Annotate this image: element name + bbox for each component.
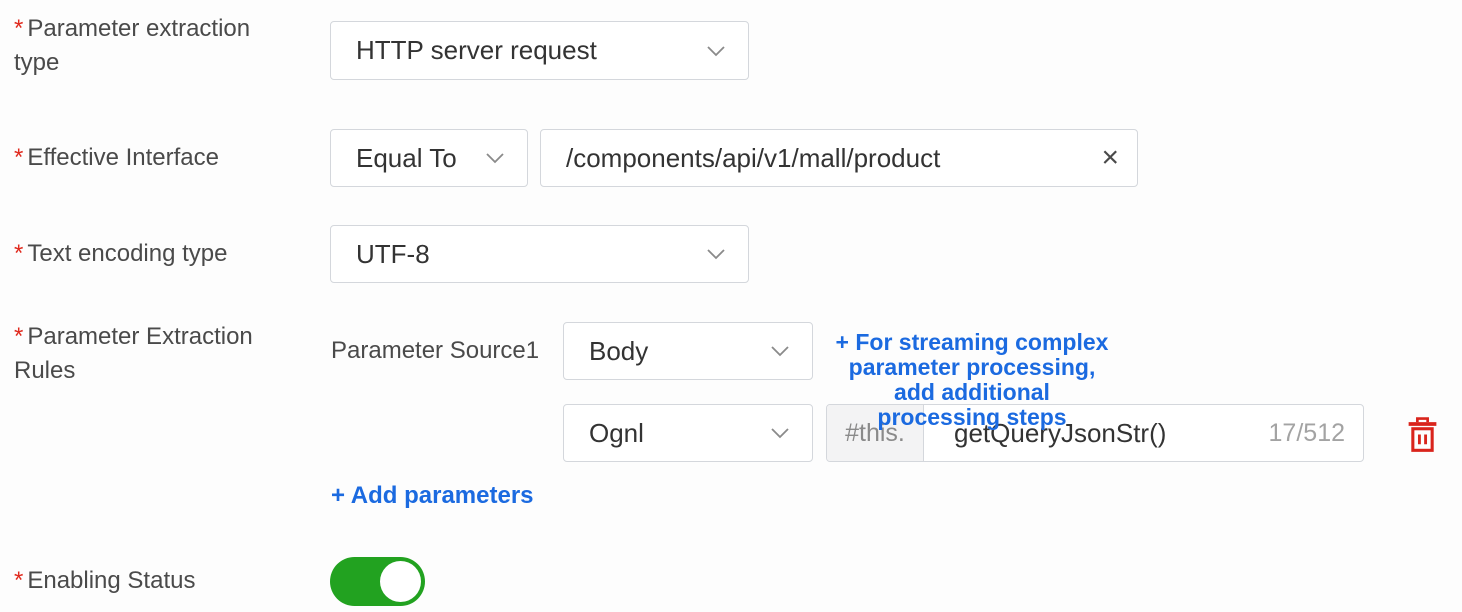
label-text: Effective Interface xyxy=(27,144,220,171)
select-value: Equal To xyxy=(356,142,457,173)
required-asterisk: * xyxy=(14,144,24,171)
select-value: UTF-8 xyxy=(356,238,430,269)
input-value: /components/api/v1/mall/product xyxy=(566,142,941,173)
label-text: Enabling Status xyxy=(27,567,196,594)
field-label-enabling-status: *Enabling Status xyxy=(14,564,296,598)
match-operator-select[interactable]: Equal To xyxy=(330,129,528,187)
expression-language-select[interactable]: Ognl xyxy=(563,404,813,462)
required-asterisk: * xyxy=(14,240,24,267)
add-parameters-link[interactable]: + Add parameters xyxy=(331,482,534,509)
field-label-text-encoding-type: *Text encoding type xyxy=(14,237,296,271)
select-value: HTTP server request xyxy=(356,35,597,65)
chevron-down-icon xyxy=(704,242,728,266)
field-label-parameter-extraction-rules: *Parameter Extraction Rules xyxy=(14,320,296,388)
select-value: Ognl xyxy=(589,417,644,448)
interface-path-input[interactable]: /components/api/v1/mall/product × xyxy=(540,129,1138,187)
label-text: Parameter extraction type xyxy=(14,15,251,76)
select-value: Body xyxy=(589,335,649,366)
add-processing-steps-link[interactable]: + For streaming complex parameter proces… xyxy=(835,329,1109,430)
char-counter: 17/512 xyxy=(1268,418,1345,447)
delete-rule-button[interactable] xyxy=(1403,417,1441,455)
expression-input[interactable]: getQueryJsonStr() xyxy=(954,417,1167,448)
toggle-knob xyxy=(380,561,421,602)
chevron-down-icon xyxy=(768,421,792,445)
text-encoding-select[interactable]: UTF-8 xyxy=(330,225,749,283)
expression-input-group: #this. getQueryJsonStr() 17/512 xyxy=(826,404,1364,462)
parameter-source-select[interactable]: Body xyxy=(563,322,813,380)
parameter-extraction-type-select[interactable]: HTTP server request xyxy=(330,21,749,80)
chevron-down-icon xyxy=(768,339,792,363)
clear-icon[interactable]: × xyxy=(1101,141,1119,174)
chevron-down-icon xyxy=(483,146,507,170)
parameter-source-label: Parameter Source1 xyxy=(331,337,540,364)
required-asterisk: * xyxy=(14,567,24,594)
label-text: Parameter Extraction Rules xyxy=(14,323,253,384)
field-label-parameter-extraction-type: *Parameter extraction type xyxy=(14,12,296,80)
required-asterisk: * xyxy=(14,15,24,42)
enabling-status-toggle[interactable] xyxy=(330,557,425,606)
expression-prefix: #this. xyxy=(827,405,924,461)
field-label-effective-interface: *Effective Interface xyxy=(14,141,296,175)
label-text: Text encoding type xyxy=(27,240,228,267)
chevron-down-icon xyxy=(704,39,728,63)
trash-icon xyxy=(1405,416,1440,456)
required-asterisk: * xyxy=(14,323,24,350)
